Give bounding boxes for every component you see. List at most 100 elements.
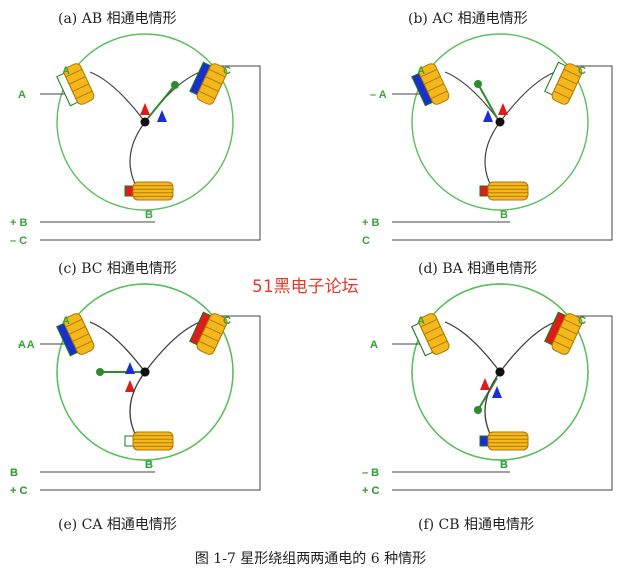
rotor-arrow [125, 362, 135, 374]
star-wire-c [499, 71, 556, 123]
rotor-arrow [125, 380, 135, 392]
winding-turn [208, 318, 226, 328]
magnet-bar [124, 185, 134, 197]
winding-turn [72, 333, 90, 342]
coil-c [544, 311, 583, 355]
rotor-circle [56, 33, 234, 211]
field-arrow [147, 84, 176, 119]
coil-label-a: A [417, 315, 425, 327]
winding-turn [556, 333, 574, 342]
coil-label-a: A [62, 65, 70, 77]
coil-b [124, 181, 174, 201]
coil-b [124, 431, 174, 451]
winding-turn [208, 68, 226, 78]
terminal-c: + C [10, 485, 27, 497]
panel-e: A C B A B + C [10, 283, 261, 497]
coil-label-a: A [62, 315, 70, 327]
winding-turn [427, 83, 445, 92]
coil-label-b: B [500, 459, 508, 471]
star-wire-c [144, 71, 201, 123]
field-arrow-head [474, 406, 482, 414]
coil-label-b: B [145, 459, 153, 471]
winding-turn [560, 326, 578, 335]
terminal-b: – B [362, 467, 379, 479]
rotor-arrow [480, 378, 490, 390]
winding-turn [423, 326, 441, 335]
winding-turn [553, 90, 571, 100]
panel-a-caption: (a) AB 相通电情形 [58, 11, 177, 27]
terminal-c: C [362, 235, 370, 247]
coil-label-b: B [500, 459, 508, 471]
star-wire-c [144, 321, 201, 373]
star-wire-a [89, 71, 146, 123]
winding-turn [65, 318, 83, 328]
winding-turn [420, 68, 438, 78]
terminal-a: – A [370, 89, 387, 101]
winding [487, 181, 529, 201]
winding [487, 431, 529, 451]
panel-c-caption: (c) BC 相通电情形 [58, 261, 177, 277]
terminal-b: B [10, 467, 18, 479]
winding-turn [68, 326, 86, 335]
terminal-b: – B [362, 467, 379, 479]
terminal-c: – C [10, 235, 27, 247]
terminal-c: + C [10, 485, 27, 497]
winding-turn [68, 76, 86, 85]
winding-turn [205, 326, 223, 335]
coil-a [411, 63, 450, 107]
coil-label-c: C [578, 65, 586, 77]
field-arrow [477, 83, 498, 119]
star-point [140, 117, 150, 127]
coil-c [189, 61, 228, 105]
coil-label-b: B [500, 209, 508, 221]
star-wire-a [89, 321, 146, 373]
winding-turn [560, 76, 578, 85]
terminal-a: A [18, 339, 26, 351]
magnet-bar [124, 435, 134, 447]
winding-turn [72, 83, 90, 92]
winding [132, 431, 174, 451]
wire-c [392, 65, 613, 241]
terminal-a: A [370, 339, 378, 351]
coil-a [56, 313, 95, 357]
rotor-circle [56, 283, 234, 461]
field-arrow-head [96, 368, 104, 376]
coil-label-b: B [145, 459, 153, 471]
terminal-a: A [18, 89, 26, 101]
panel-d-caption: (d) BA 相通电情形 [418, 261, 538, 277]
winding-turn [75, 90, 93, 100]
winding-turn [427, 333, 445, 342]
terminal-c: + C [362, 485, 379, 497]
winding-turn [201, 83, 219, 92]
rotor-arrow [140, 103, 150, 115]
winding-turn [430, 90, 448, 100]
star-wire-a [444, 71, 501, 123]
rotor-arrow [157, 110, 167, 122]
coil-c [544, 61, 583, 105]
winding-turn [75, 340, 93, 350]
winding-turn [563, 68, 581, 78]
coil-a [56, 63, 95, 107]
star-wire-c [499, 321, 556, 373]
coil-a [411, 313, 450, 357]
terminal-a: A [370, 339, 378, 351]
winding [132, 181, 174, 201]
panel-f-caption: (f) CB 相通电情形 [418, 517, 535, 533]
rotor-circle [411, 283, 589, 461]
terminal-b: + B [362, 217, 379, 229]
rotor-arrow [492, 386, 502, 398]
winding-turn [65, 68, 83, 78]
wire-c [40, 315, 261, 491]
coil-label-c: C [223, 315, 231, 327]
coil-label-c: C [578, 315, 586, 327]
magnet-bar [479, 185, 489, 197]
winding-turn [205, 76, 223, 85]
terminal-c: + C [362, 485, 379, 497]
star-point [495, 117, 505, 127]
coil-b [479, 181, 529, 201]
winding-turn [201, 333, 219, 342]
watermark-text: 51黑电子论坛 [252, 277, 359, 297]
field-arrow-head [171, 81, 179, 89]
